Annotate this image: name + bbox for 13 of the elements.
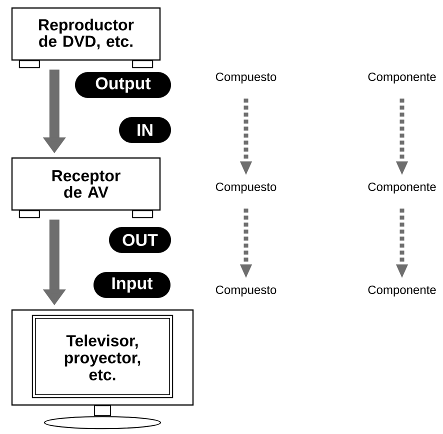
tv-drawing: Televisor, proyector, etc.: [11, 309, 194, 430]
label-pill: Input: [94, 272, 170, 298]
signal-label: Compuesto: [216, 72, 276, 84]
label-pill: Output: [75, 72, 171, 98]
signal-label: Compuesto: [216, 286, 276, 296]
signal-label: Componente: [368, 286, 436, 296]
signal-label: Componente: [368, 182, 436, 194]
device-box: Receptor de AV: [11, 157, 161, 218]
label-pill: OUT: [109, 227, 171, 253]
label-pill: IN: [119, 117, 171, 143]
device-box: Reproductor de DVD, etc.: [11, 7, 161, 68]
signal-label: Componente: [368, 72, 436, 84]
signal-label: Compuesto: [216, 182, 276, 194]
